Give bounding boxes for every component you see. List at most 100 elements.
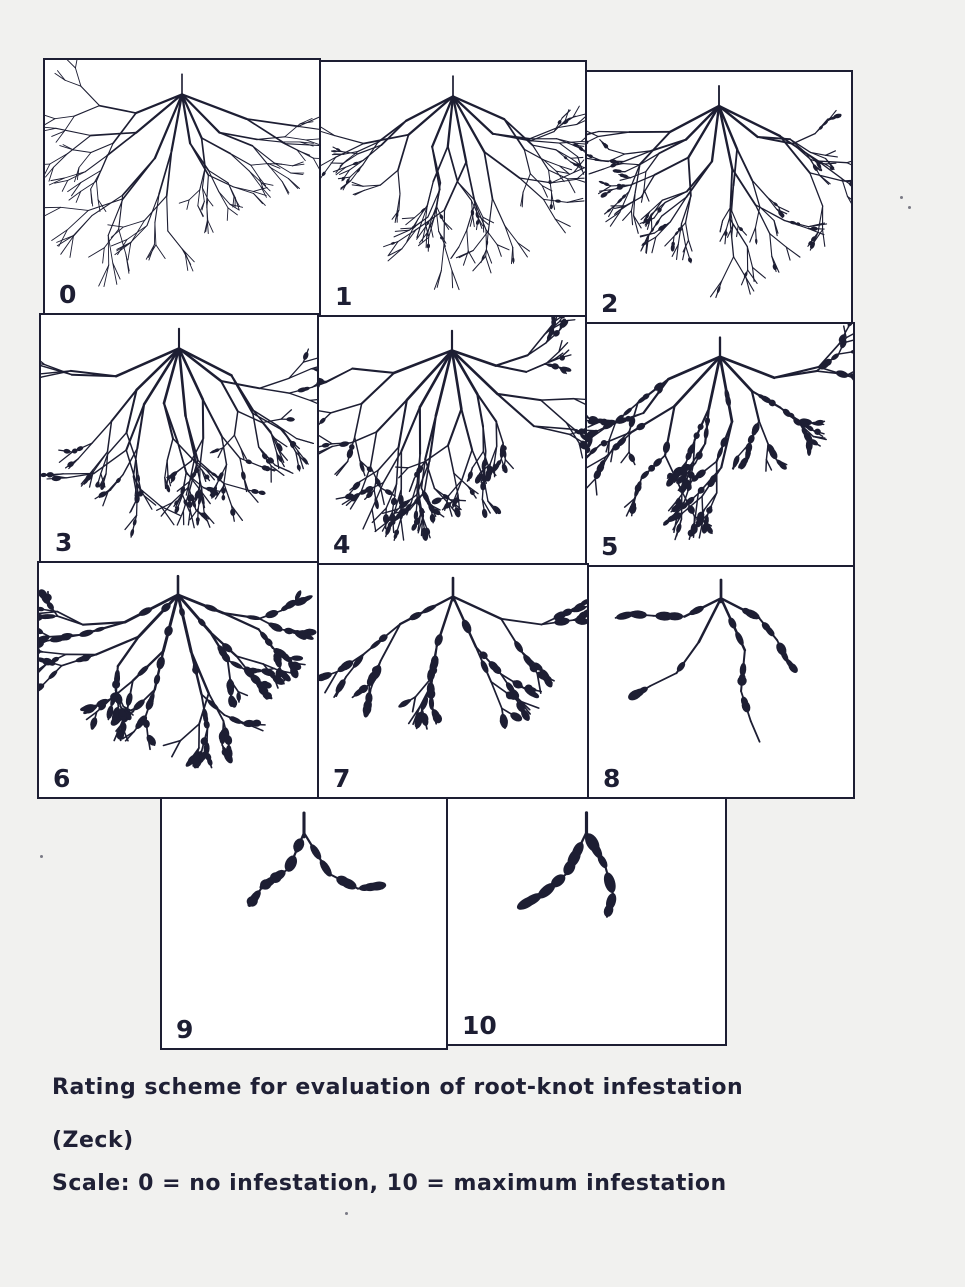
root-gall (246, 614, 261, 620)
root-branch (259, 378, 288, 388)
root-gall (352, 161, 358, 166)
root-branch (289, 393, 310, 400)
root-branch (737, 149, 752, 180)
root-branch (45, 207, 61, 217)
root-gall (850, 349, 853, 354)
root-branch (165, 461, 167, 478)
root-branch (468, 251, 475, 263)
root-branch (381, 624, 401, 661)
root-branch (720, 221, 723, 232)
root-branch (270, 167, 288, 178)
root-system-drawing (39, 563, 317, 797)
root-branch (851, 377, 853, 396)
root-branch (123, 158, 155, 195)
root-gall (747, 434, 756, 445)
rating-label: 4 (333, 532, 350, 557)
root-gall (163, 625, 174, 637)
root-branch (766, 460, 771, 470)
root-branch (168, 231, 182, 249)
root-gall (550, 204, 553, 209)
root-branch (459, 230, 467, 247)
root-branch (219, 133, 257, 140)
root-panel-3: 3 (39, 313, 319, 563)
root-branch (576, 179, 585, 184)
root-branch (104, 229, 118, 248)
root-branch (198, 460, 224, 483)
root-branch (78, 443, 92, 459)
root-branch (826, 155, 838, 157)
root-gall (555, 199, 561, 203)
root-gall (291, 655, 303, 661)
root-branch (179, 348, 231, 375)
root-branch (259, 388, 289, 393)
root-panel-2: 2 (585, 70, 853, 324)
root-branch (67, 210, 88, 229)
root-branch (427, 182, 433, 207)
root-branch (683, 246, 686, 260)
root-branch (753, 267, 766, 278)
root-branch (257, 137, 285, 140)
root-branch (810, 173, 842, 181)
root-branch (436, 210, 438, 231)
root-branch (750, 228, 756, 243)
root-branch (234, 435, 241, 449)
root-branch (426, 233, 427, 247)
root-gall (716, 285, 721, 293)
root-branch (518, 243, 530, 251)
root-branch (397, 447, 399, 484)
root-branch (562, 111, 569, 118)
root-gall (302, 351, 310, 360)
root-branch (453, 597, 501, 619)
root-branch (298, 126, 319, 131)
root-branch (219, 133, 252, 146)
root-branch (634, 216, 639, 234)
root-branch (251, 164, 268, 166)
root-branch (108, 433, 127, 454)
root-gall (501, 463, 509, 474)
root-branch (823, 230, 825, 247)
root-branch (188, 510, 190, 525)
root-gall (460, 618, 474, 634)
root-branch (233, 187, 253, 194)
root-branch (402, 218, 414, 219)
root-branch (117, 706, 118, 717)
root-branch (848, 364, 853, 375)
root-branch (644, 190, 649, 202)
root-branch (448, 409, 461, 445)
root-branch (810, 173, 823, 206)
root-branch (179, 200, 189, 203)
rating-label: 10 (462, 1013, 497, 1038)
root-gall (125, 692, 134, 706)
root-branch (45, 115, 55, 119)
root-branch (208, 221, 213, 233)
root-panel-4: 4 (317, 315, 587, 565)
root-branch (826, 151, 836, 156)
root-branch (531, 141, 559, 143)
root-branch (62, 180, 67, 191)
root-branch (448, 445, 454, 473)
root-branch (686, 223, 689, 241)
root-branch (526, 364, 544, 372)
root-branch (41, 353, 44, 365)
root-gall (245, 458, 253, 465)
root-branch (66, 60, 76, 68)
root-gall (358, 461, 365, 473)
root-gall (609, 158, 618, 164)
root-gall (291, 837, 306, 854)
root-branch (488, 198, 492, 230)
root-branch (587, 405, 589, 418)
root-branch (221, 381, 259, 388)
root-gall (433, 633, 444, 647)
root-panel-6: 6 (37, 561, 319, 799)
root-gall (431, 496, 443, 506)
root-gall (692, 431, 700, 440)
rating-label: 9 (176, 1017, 193, 1042)
root-branch (606, 212, 620, 222)
root-branch (45, 119, 55, 126)
root-branch (793, 134, 815, 144)
root-branch (410, 478, 414, 490)
root-branch (189, 190, 200, 200)
root-branch (398, 135, 409, 171)
root-branch (89, 248, 105, 257)
